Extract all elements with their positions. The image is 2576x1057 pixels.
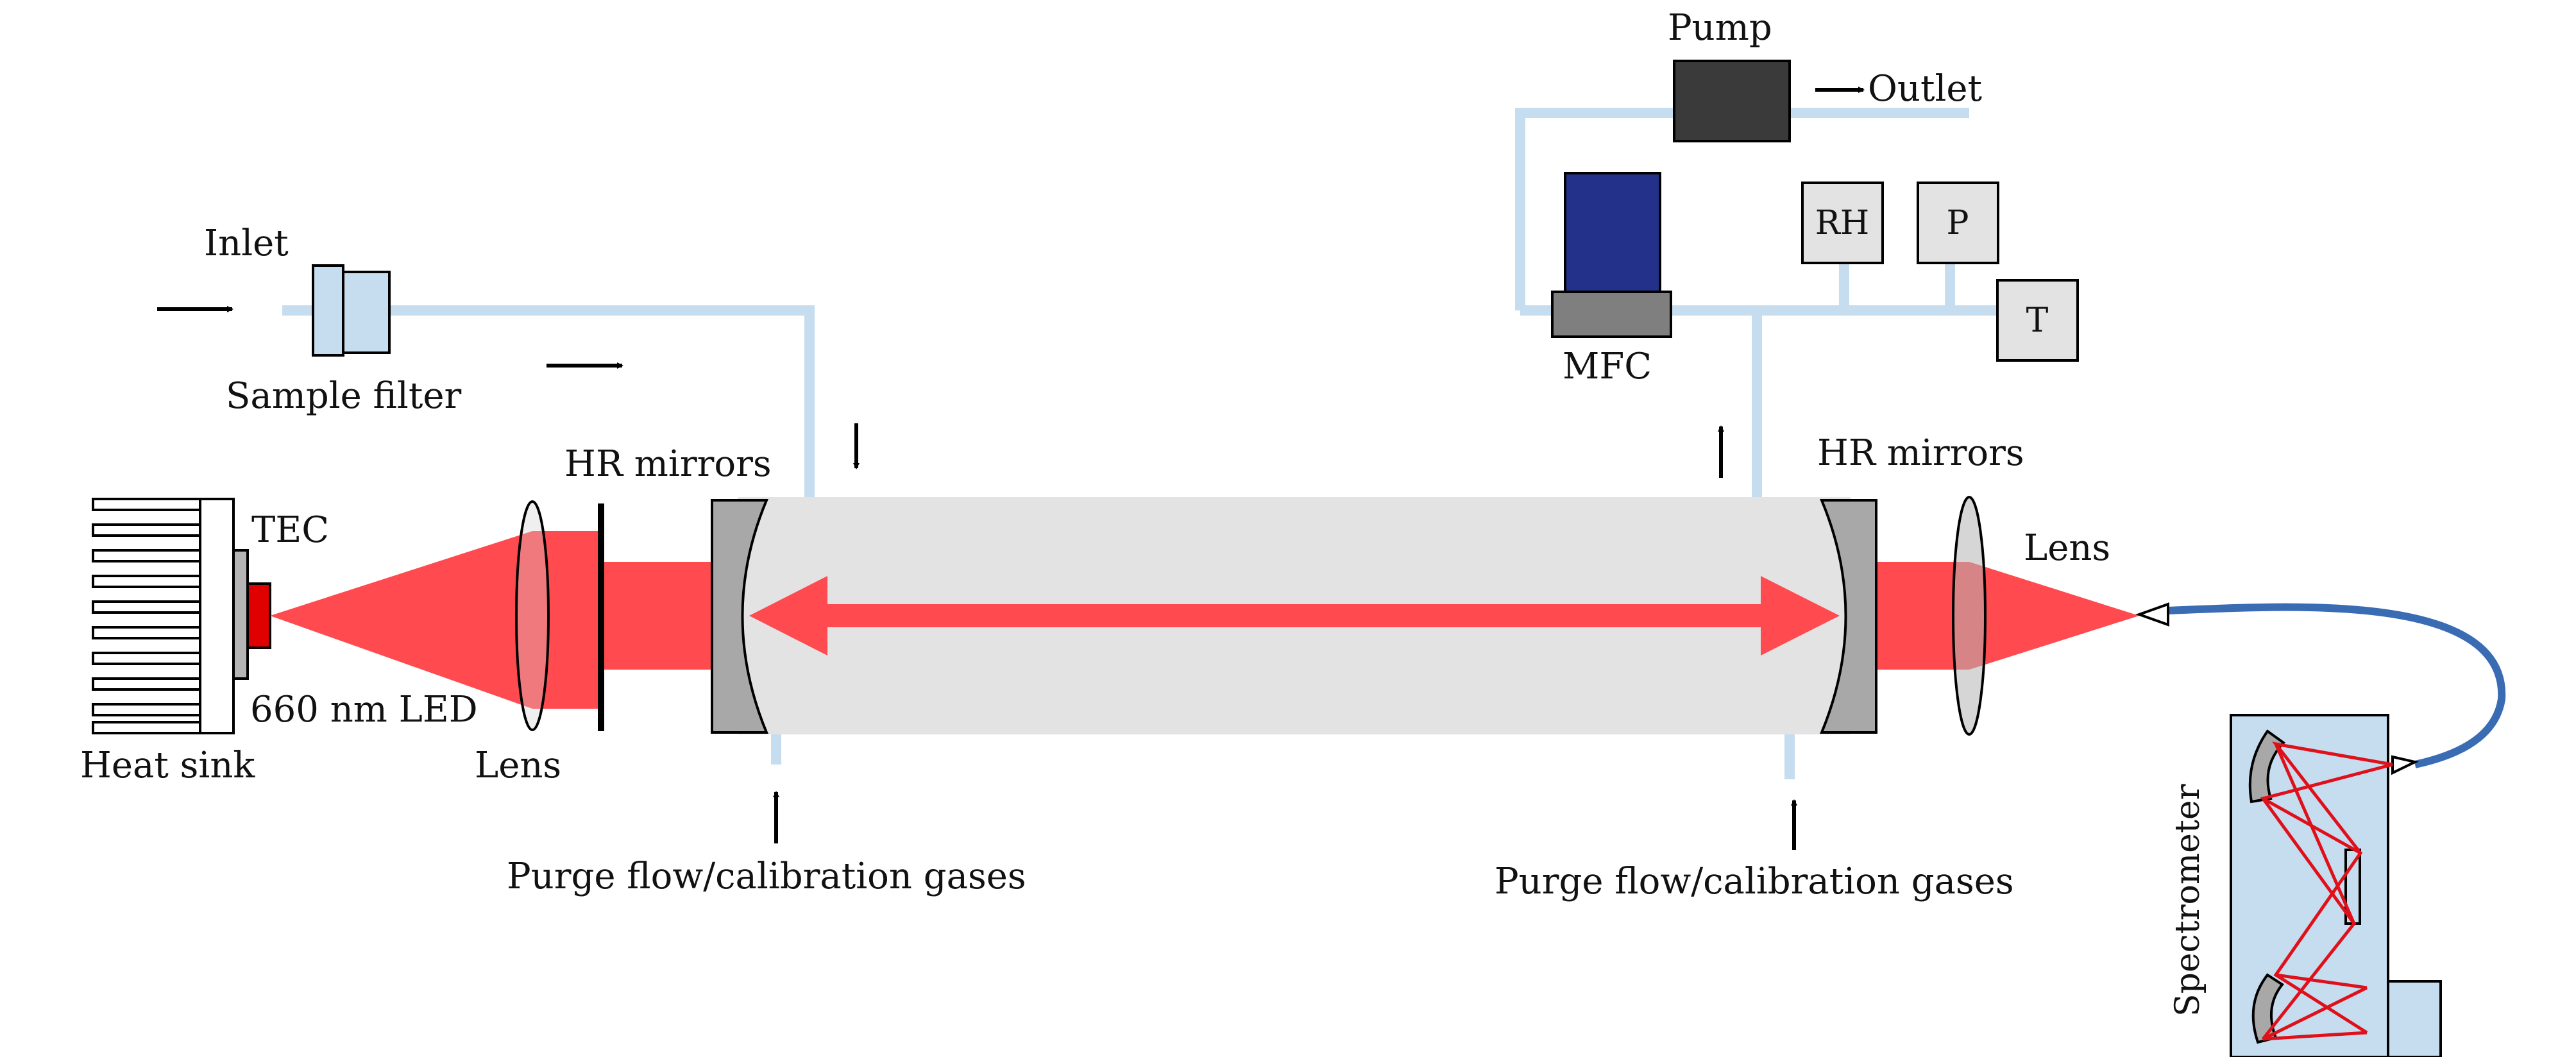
led-label: 660 nm LED <box>250 689 478 731</box>
purge-left-label: Purge flow/calibration gases <box>507 856 1026 897</box>
left-hr-mirror <box>711 499 768 734</box>
heat-sink <box>92 498 235 734</box>
inlet-label: Inlet <box>204 223 289 264</box>
led-emitter <box>246 582 271 649</box>
hr-mirrors-left-label: HR mirrors <box>564 443 772 485</box>
pump-box <box>1673 60 1791 142</box>
tec-label: TEC <box>251 509 329 551</box>
right-hr-mirror <box>1820 499 1877 734</box>
mfc-label: MFC <box>1563 346 1652 387</box>
right-lens <box>1952 496 1987 736</box>
optical-fiber <box>2167 603 2506 768</box>
left-lens <box>515 500 550 731</box>
laser-beam <box>270 531 2139 709</box>
lens-left-label: Lens <box>475 745 561 786</box>
flow-arrows <box>157 87 1865 850</box>
heat-sink-label: Heat sink <box>80 745 255 786</box>
mfc-base <box>1551 291 1672 338</box>
outlet-label: Outlet <box>1868 68 1983 110</box>
t-label: T <box>2026 301 2049 340</box>
sample-filter <box>312 264 391 357</box>
rh-label: RH <box>1815 204 1870 242</box>
tec-element <box>232 549 249 680</box>
purge-right-label: Purge flow/calibration gases <box>1495 861 2014 902</box>
pump-label: Pump <box>1668 7 1772 49</box>
cavity-beam-arrow <box>749 576 1840 655</box>
mfc-body <box>1564 172 1661 293</box>
p-sensor <box>1917 182 1999 264</box>
hr-mirrors-right-label: HR mirrors <box>1817 432 2024 474</box>
sample-filter-label: Sample filter <box>226 375 461 417</box>
p-label: P <box>1947 204 1969 242</box>
spectrometer-label: Spectrometer <box>2169 784 2207 1017</box>
spectrometer <box>2230 714 2442 1057</box>
t-sensor <box>1996 279 2079 362</box>
rh-sensor <box>1801 182 1884 264</box>
fiber-connector <box>2135 602 2169 627</box>
lens-right-label: Lens <box>2024 527 2110 569</box>
